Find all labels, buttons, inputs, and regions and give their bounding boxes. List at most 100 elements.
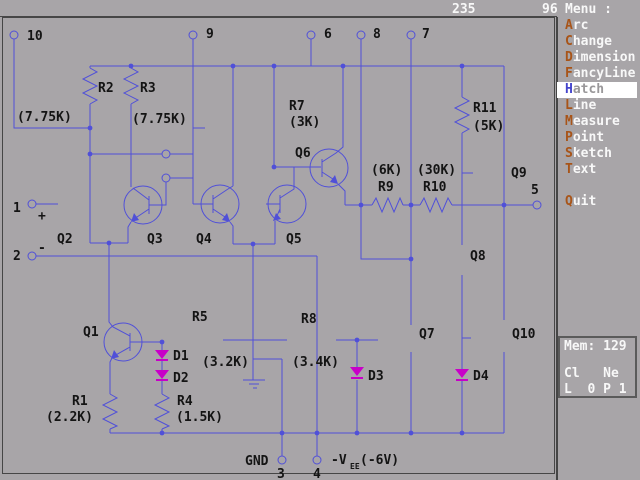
menu-label-rest: hange — [572, 34, 612, 49]
label-r10: R10 — [423, 180, 447, 195]
menu-item-sketch[interactable]: Sketch — [557, 146, 637, 162]
transistor-q1-symbol — [103, 322, 143, 362]
label-r11-value: (5K) — [473, 119, 504, 134]
label-q4: Q4 — [196, 232, 212, 247]
menu-item-line[interactable]: Line — [557, 98, 637, 114]
label-r3-value: (7.75K) — [132, 112, 187, 127]
menu-label-rest: uit — [572, 194, 597, 209]
menu-label-rest: ancyLine — [572, 66, 636, 81]
label-t7: 7 — [422, 27, 430, 42]
label-r7-value: (3K) — [289, 115, 320, 130]
menu-item-quit[interactable]: Quit — [557, 194, 637, 210]
status-x-coordinate: 235 — [452, 2, 476, 17]
menu-item-measure[interactable]: Measure — [557, 114, 637, 130]
label-r3: R3 — [140, 81, 156, 96]
menu-hotkey: H — [565, 82, 573, 97]
label-d2: D2 — [173, 371, 189, 386]
diode-d4-symbol — [455, 369, 469, 378]
menu-hotkey: C — [565, 34, 573, 49]
label-q9: Q9 — [511, 166, 527, 181]
label-r8: R8 — [301, 312, 317, 327]
layer-readout: L 0 P 1 — [564, 382, 627, 397]
terminal-circles — [9, 30, 542, 465]
diode-d2-symbol — [155, 370, 169, 379]
schematic-labels: 10 9 6 8 7 1 + 2 - 5 3 4 R2 R3 (7.75K) (… — [13, 27, 539, 480]
menu-hotkey: F — [565, 66, 573, 81]
diode-d3-symbol — [350, 367, 364, 376]
menu-item-dimension[interactable]: Dimension — [557, 50, 637, 66]
menu-item-arc[interactable]: Arc — [557, 18, 637, 34]
label-q8: Q8 — [470, 249, 486, 264]
label-q5: Q5 — [286, 232, 302, 247]
label-d1: D1 — [173, 349, 189, 364]
transistor-q6-symbol — [309, 148, 349, 188]
label-gnd: GND — [245, 454, 269, 469]
transistor-q5-symbol — [267, 184, 307, 224]
command-menu-panel: Arc Change Dimension FancyLine Hatch Lin… — [556, 0, 640, 480]
label-t4: 4 — [313, 467, 321, 480]
emitter-arrows — [111, 175, 338, 359]
menu-item-change[interactable]: Change — [557, 34, 637, 50]
menu-label-rest: imension — [572, 50, 636, 65]
menu-item-text[interactable]: Text — [557, 162, 637, 178]
canvas-top-border — [0, 16, 557, 17]
menu-label-rest: oint — [572, 130, 605, 145]
label-t5: 5 — [531, 183, 539, 198]
label-r7: R7 — [289, 99, 305, 114]
label-t9: 9 — [206, 27, 214, 42]
menu-title: Menu : — [565, 2, 612, 17]
menu-item-fancyline[interactable]: FancyLine — [557, 66, 637, 82]
label-t1: 1 — [13, 201, 21, 216]
menu-label-rest: ine — [572, 98, 597, 113]
color-mode-readout: Cl Ne — [564, 366, 619, 381]
menu-label-rest: atch — [572, 82, 605, 97]
memory-readout: Mem: 129 — [564, 339, 627, 354]
label-r10-value: (30K) — [417, 163, 456, 178]
label-r9-value: (6K) — [371, 163, 402, 178]
label-r4-value: (1.5K) — [176, 410, 223, 425]
label-r1: R1 — [72, 394, 88, 409]
label-t6: 6 — [324, 27, 332, 42]
label-r5: R5 — [192, 310, 208, 325]
menu-hotkey: Q — [565, 194, 573, 209]
label-r4: R4 — [177, 394, 193, 409]
label-minus: - — [38, 241, 46, 256]
menu-separator — [556, 17, 558, 480]
drawing-area-frame — [2, 17, 555, 474]
label-plus: + — [38, 209, 46, 224]
label-r5-value: (3.2K) — [202, 355, 249, 370]
label-r2: R2 — [98, 81, 114, 96]
transistor-q3-symbol — [123, 185, 163, 225]
label-r1-value: (2.2K) — [46, 410, 93, 425]
label-t2: 2 — [13, 249, 21, 264]
transistor-q4-symbol — [200, 184, 240, 224]
menu-label-rest: easure — [572, 114, 620, 129]
menu-label-rest: ketch — [572, 146, 612, 161]
label-r11: R11 — [473, 101, 497, 116]
status-y-coordinate: 96 — [542, 2, 558, 17]
label-d3: D3 — [368, 369, 384, 384]
menu-hotkey: S — [565, 146, 573, 161]
label-q10: Q10 — [512, 327, 536, 342]
menu-hotkey: P — [565, 130, 573, 145]
label-t8: 8 — [373, 27, 381, 42]
menu-hotkey: M — [565, 114, 573, 129]
diode-d1-symbol — [155, 350, 169, 359]
label-vee: -V — [331, 453, 347, 468]
menu-item-hatch[interactable]: Hatch — [557, 82, 637, 98]
label-q3: Q3 — [147, 232, 163, 247]
menu-label-rest: rc — [572, 18, 589, 33]
label-q2: Q2 — [57, 232, 73, 247]
label-q7: Q7 — [419, 327, 435, 342]
menu-hotkey: T — [565, 162, 573, 177]
label-q1: Q1 — [83, 325, 99, 340]
menu-hotkey: A — [565, 18, 573, 33]
label-d4: D4 — [473, 369, 489, 384]
menu-hotkey: L — [565, 98, 573, 113]
menu-item-point[interactable]: Point — [557, 130, 637, 146]
label-r2-value: (7.75K) — [17, 110, 72, 125]
menu-hotkey: D — [565, 50, 573, 65]
circuit-wires — [9, 30, 542, 465]
